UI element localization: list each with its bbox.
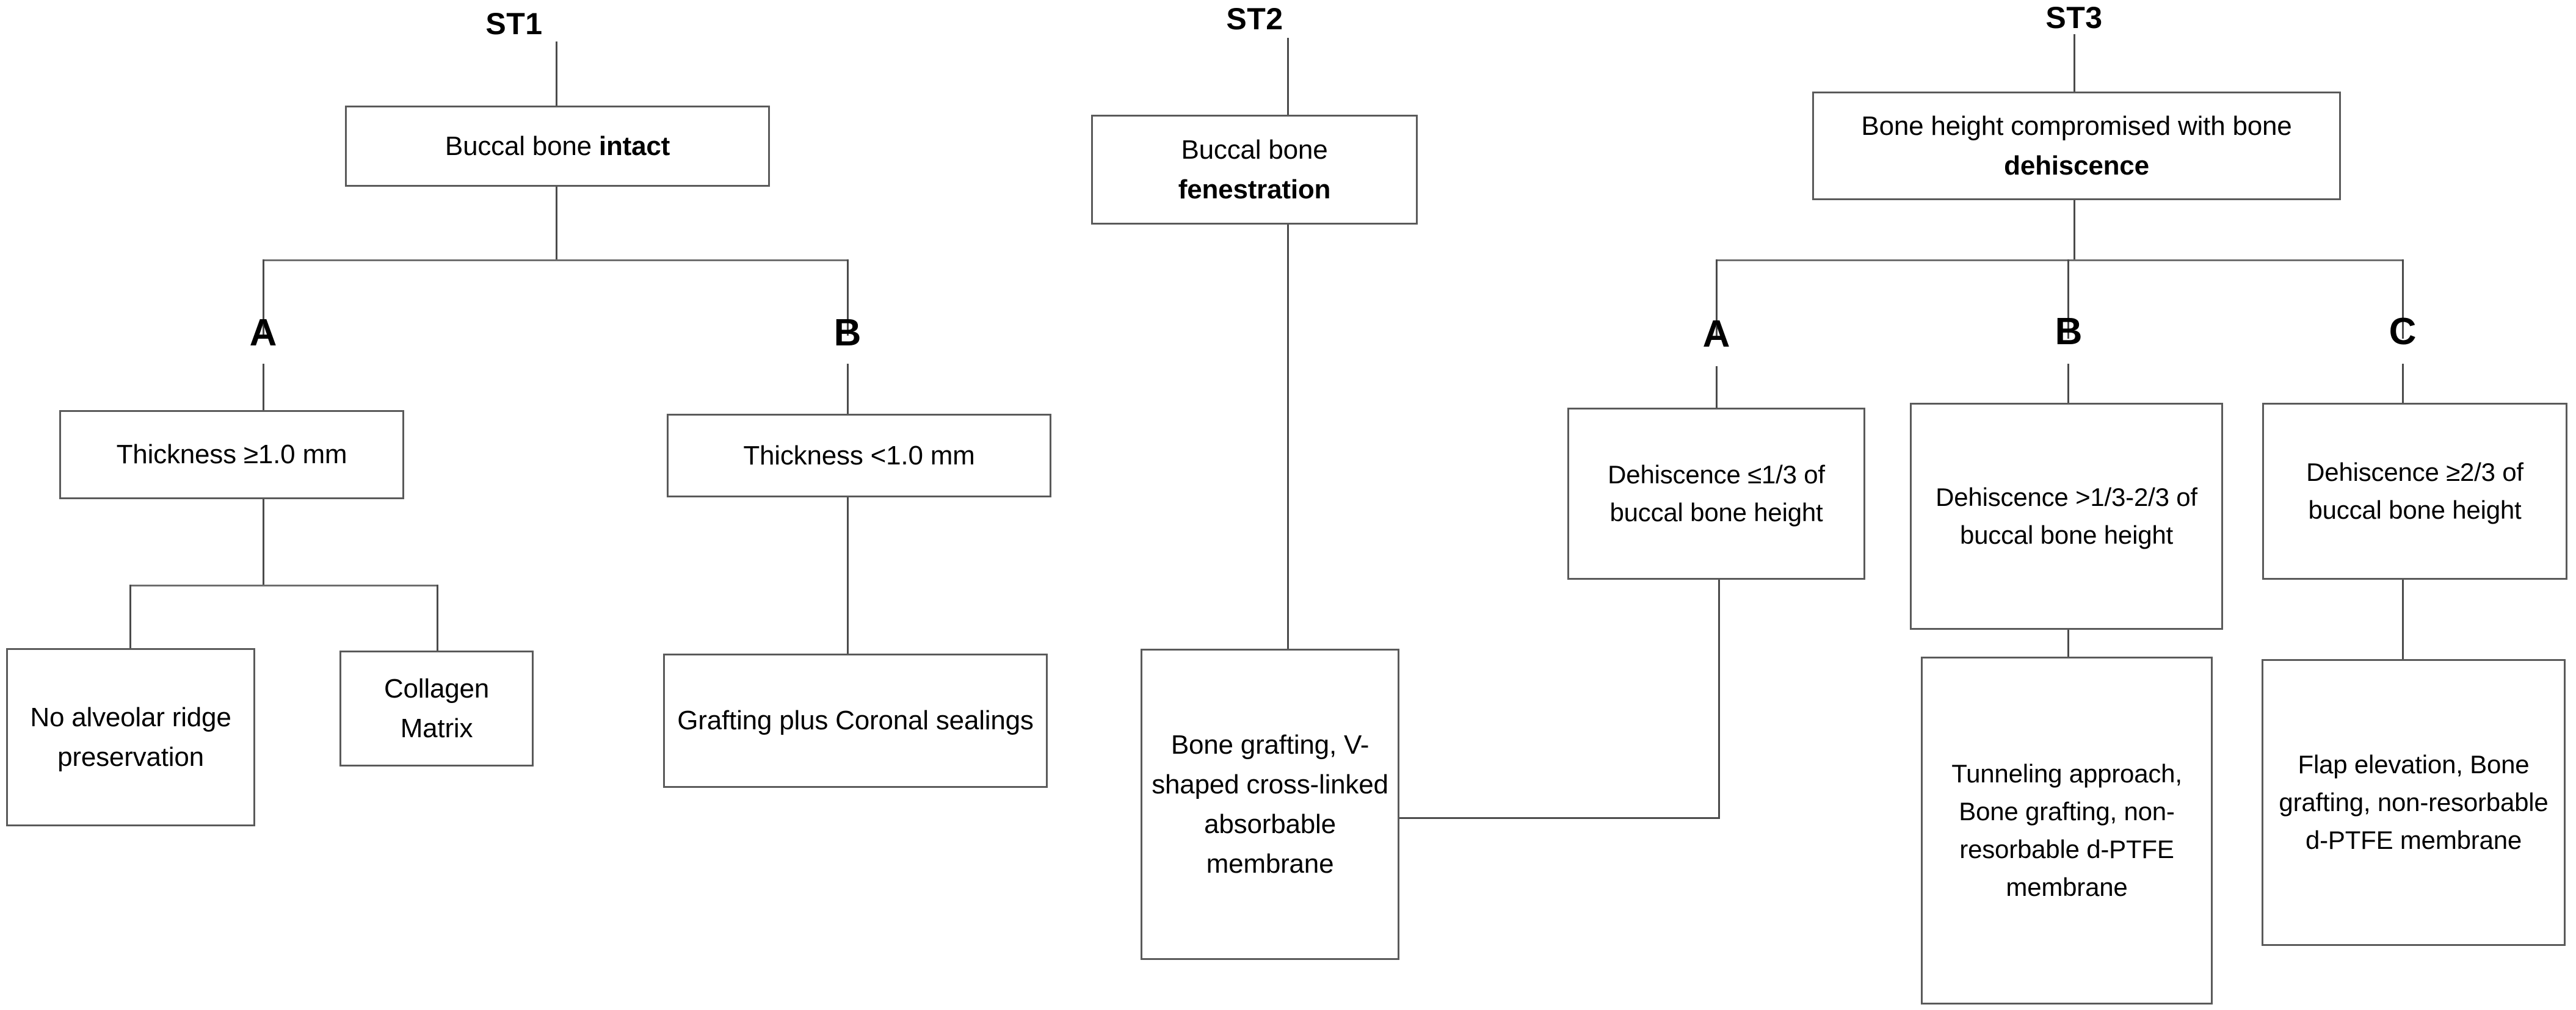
st1-a-condition-box[interactable]: Thickness ≥1.0 mm (59, 410, 404, 499)
st3-split-bar (1716, 259, 2404, 261)
st1-root-down-line (556, 187, 557, 260)
st3-branch-a-line (1716, 259, 1718, 339)
st3-root-box[interactable]: Bone height compromised with bone dehisc… (1812, 92, 2341, 200)
st2-root-down-line (1287, 225, 1289, 651)
st3-a-condition-box[interactable]: Dehiscence ≤1/3 of buccal bone height (1567, 408, 1865, 580)
st1-a-outcome-split-bar (129, 585, 438, 586)
st3-root-label: Bone height compromised with bone dehisc… (1820, 106, 2333, 186)
st1-title: ST1 (485, 7, 543, 41)
st1-a-outcome1-line (129, 585, 131, 649)
st3-root-down-line (2073, 200, 2075, 261)
st3-title-connector (2073, 34, 2075, 94)
st1-branch-b-letter: B (833, 312, 862, 354)
st3-b-letter-down-line (2067, 364, 2069, 404)
st3-title: ST3 (2045, 1, 2103, 35)
st1-root-plain: Buccal bone (444, 131, 599, 161)
st3-branch-b-letter: B (2055, 311, 2083, 353)
st3-a-condition-down-line (1718, 580, 1720, 819)
st3-branch-b-line (2067, 259, 2069, 339)
st3-root-plain: Bone height compromised with bone (1861, 110, 2292, 141)
st3-c-outcome-box[interactable]: Flap elevation, Bone grafting, non-resor… (2262, 659, 2566, 946)
st1-a-outcome-1-box[interactable]: No alveolar ridge preservation (6, 648, 255, 826)
st1-a-outcome-2-box[interactable]: Collagen Matrix (339, 651, 534, 767)
st1-root-bold: intact (598, 131, 670, 161)
st1-branch-b-line (847, 259, 849, 336)
st2-root-plain: Buccal bone (1181, 134, 1328, 165)
st2-root-bold: fenestration (1178, 175, 1331, 204)
st1-a-letter-down-line (263, 364, 264, 411)
st3-c-condition-box[interactable]: Dehiscence ≥2/3 of buccal bone height (2262, 403, 2567, 580)
st1-branch-a-letter: A (249, 312, 277, 354)
st3-branch-c-letter: C (2389, 311, 2417, 353)
st2-title-connector (1287, 38, 1289, 116)
st3-root-bold: dehiscence (2004, 151, 2149, 181)
st1-title-connector (556, 41, 557, 107)
st2-outcome-box[interactable]: Bone grafting, V-shaped cross-linked abs… (1141, 649, 1399, 960)
st3-c-letter-down-line (2402, 364, 2404, 404)
st3-b-outcome-box[interactable]: Tunneling approach, Bone grafting, non-r… (1921, 657, 2213, 1005)
st1-b-condition-box[interactable]: Thickness <1.0 mm (667, 414, 1051, 497)
st1-b-condition-down-line (847, 497, 849, 655)
st2-title: ST2 (1226, 2, 1283, 36)
st3-b-condition-box[interactable]: Dehiscence >1/3-2/3 of buccal bone heigh… (1910, 403, 2223, 630)
st3-b-condition-down-line (2067, 630, 2069, 675)
st2-root-label: Buccal bone fenestration (1099, 130, 1410, 209)
st3-branch-c-line (2402, 259, 2404, 339)
st1-branch-a-line (263, 259, 264, 336)
st2-root-box[interactable]: Buccal bone fenestration (1091, 115, 1418, 225)
st1-a-condition-down-line (263, 499, 264, 586)
st1-root-label: Buccal bone intact (353, 126, 762, 166)
st3-branch-a-letter: A (1702, 313, 1730, 355)
st3-a-letter-down-line (1716, 366, 1718, 409)
st3-c-condition-down-line (2402, 580, 2404, 660)
st1-b-outcome-box[interactable]: Grafting plus Coronal sealings (663, 654, 1048, 788)
st2-to-st3a-connector (1399, 817, 1720, 819)
st1-split-bar (263, 259, 849, 261)
st1-b-letter-down-line (847, 364, 849, 414)
st1-a-outcome2-line (437, 585, 438, 652)
st1-root-box[interactable]: Buccal bone intact (345, 106, 770, 187)
